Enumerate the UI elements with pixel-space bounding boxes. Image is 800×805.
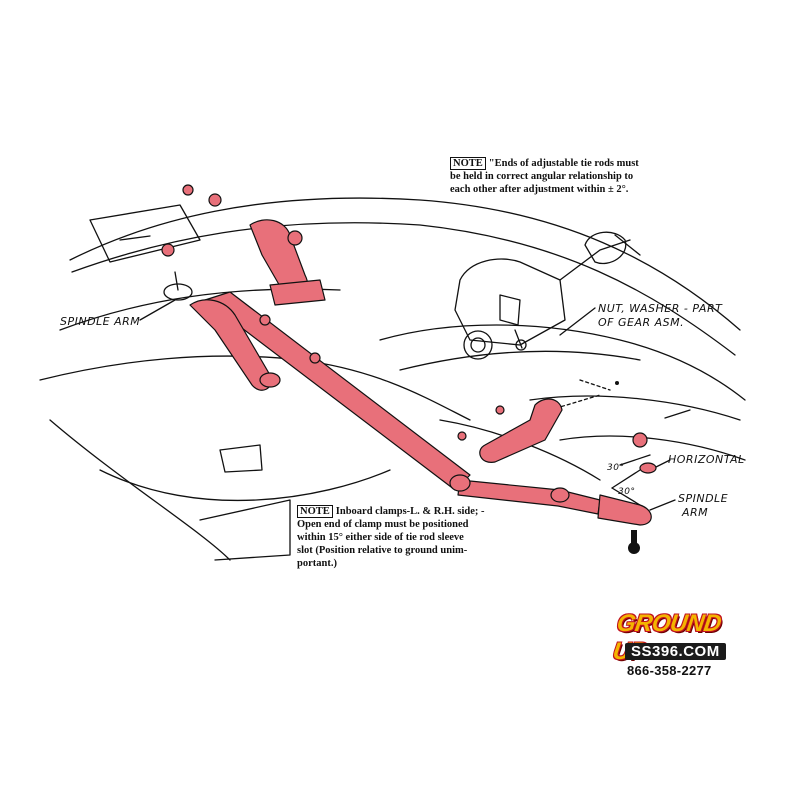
logo-site: SS396.COM: [625, 643, 726, 660]
frame-contour: [99, 469, 391, 502]
nut: [182, 184, 194, 196]
note-top-line: be held in correct angular relationship …: [450, 171, 634, 182]
dashed-leader: [579, 379, 611, 391]
nut: [161, 243, 175, 257]
spindle-arm-left-label: SPINDLE ARM: [60, 315, 141, 328]
frame-contour: [399, 350, 641, 371]
angle-guide: [611, 469, 641, 489]
nut: [457, 431, 467, 441]
steering-shaft: [614, 234, 641, 256]
note-top-tag: NOTE: [450, 157, 486, 170]
pitman-arm: [479, 398, 563, 463]
ground-up-logo[interactable]: GROUND UP SS396.COM 866-358-2277: [611, 610, 755, 685]
note-bottom-line: within 15° either side of tie rod sleeve: [297, 532, 464, 543]
frame-contour: [49, 419, 231, 561]
gear-mount-bolt: [514, 329, 523, 349]
frame-contour: [69, 197, 741, 331]
note-bottom-line: portant.): [297, 558, 337, 569]
frame-contour: [89, 204, 201, 263]
frame-contour: [219, 444, 263, 473]
steering-coupler: [584, 231, 627, 265]
gear-box-port: [470, 337, 486, 353]
nut: [632, 432, 648, 448]
nut-washer-label-line2: OF GEAR ASM.: [598, 316, 685, 329]
sleeve-clamp: [259, 372, 281, 388]
nut: [495, 405, 505, 415]
sleeve-clamp: [449, 474, 471, 492]
sleeve-clamp: [550, 487, 570, 503]
leader-line: [559, 307, 596, 336]
note-bottom-line: slot (Position relative to ground unim-: [297, 545, 468, 556]
horizontal-guide: [619, 454, 651, 466]
nut: [639, 462, 657, 474]
angle-guide: [611, 487, 641, 506]
steering-gear-box: [454, 258, 566, 346]
note-bottom-line: Open end of clamp must be positioned: [297, 519, 469, 530]
angle-label-top: 30°: [607, 463, 625, 473]
nut: [309, 352, 321, 364]
center-link: [204, 291, 471, 491]
right-tie-rod-end: [597, 494, 652, 526]
pitman-stud: [499, 294, 521, 326]
leader-line: [139, 299, 176, 321]
horizontal-label: HORIZONTAL: [668, 453, 745, 466]
note-bottom-line: Inboard clamps-L. & R.H. side; -: [335, 506, 485, 517]
note-top-line: each other after adjustment within ± 2°.: [450, 184, 629, 195]
note-top: NOTE"Ends of adjustable tie rods must be…: [450, 157, 639, 196]
left-ball-joint: [163, 283, 193, 301]
nut: [208, 193, 222, 207]
grease-fitting: [615, 381, 619, 385]
frame-contour: [379, 324, 746, 401]
nut-washer-label-line1: NUT, WASHER - PART: [598, 302, 723, 315]
idler-arm-bracket: [269, 279, 326, 306]
cotter-pin: [664, 409, 691, 419]
frame-contour: [559, 435, 746, 461]
spindle-arm-right-label-line1: SPINDLE: [678, 492, 729, 505]
frame-contour: [119, 235, 151, 241]
steering-shaft: [559, 239, 631, 281]
spindle-arm-right-label-line2: ARM: [682, 506, 709, 519]
angle-label-bottom: 30°: [618, 487, 636, 497]
bolt-head: [628, 542, 640, 554]
gear-box-port: [463, 330, 493, 360]
left-stud: [174, 271, 179, 291]
frame-contour: [529, 395, 741, 421]
frame-contour: [199, 499, 291, 561]
bolt-stem: [631, 530, 637, 544]
note-top-line: "Ends of adjustable tie rods must: [488, 158, 639, 169]
note-bottom-tag: NOTE: [297, 505, 333, 518]
logo-phone: 866-358-2277: [627, 663, 712, 678]
nut: [287, 230, 303, 246]
frame-contour: [71, 222, 736, 356]
nut-washer: [515, 339, 527, 351]
leader-line: [649, 499, 676, 511]
nut: [259, 314, 271, 326]
